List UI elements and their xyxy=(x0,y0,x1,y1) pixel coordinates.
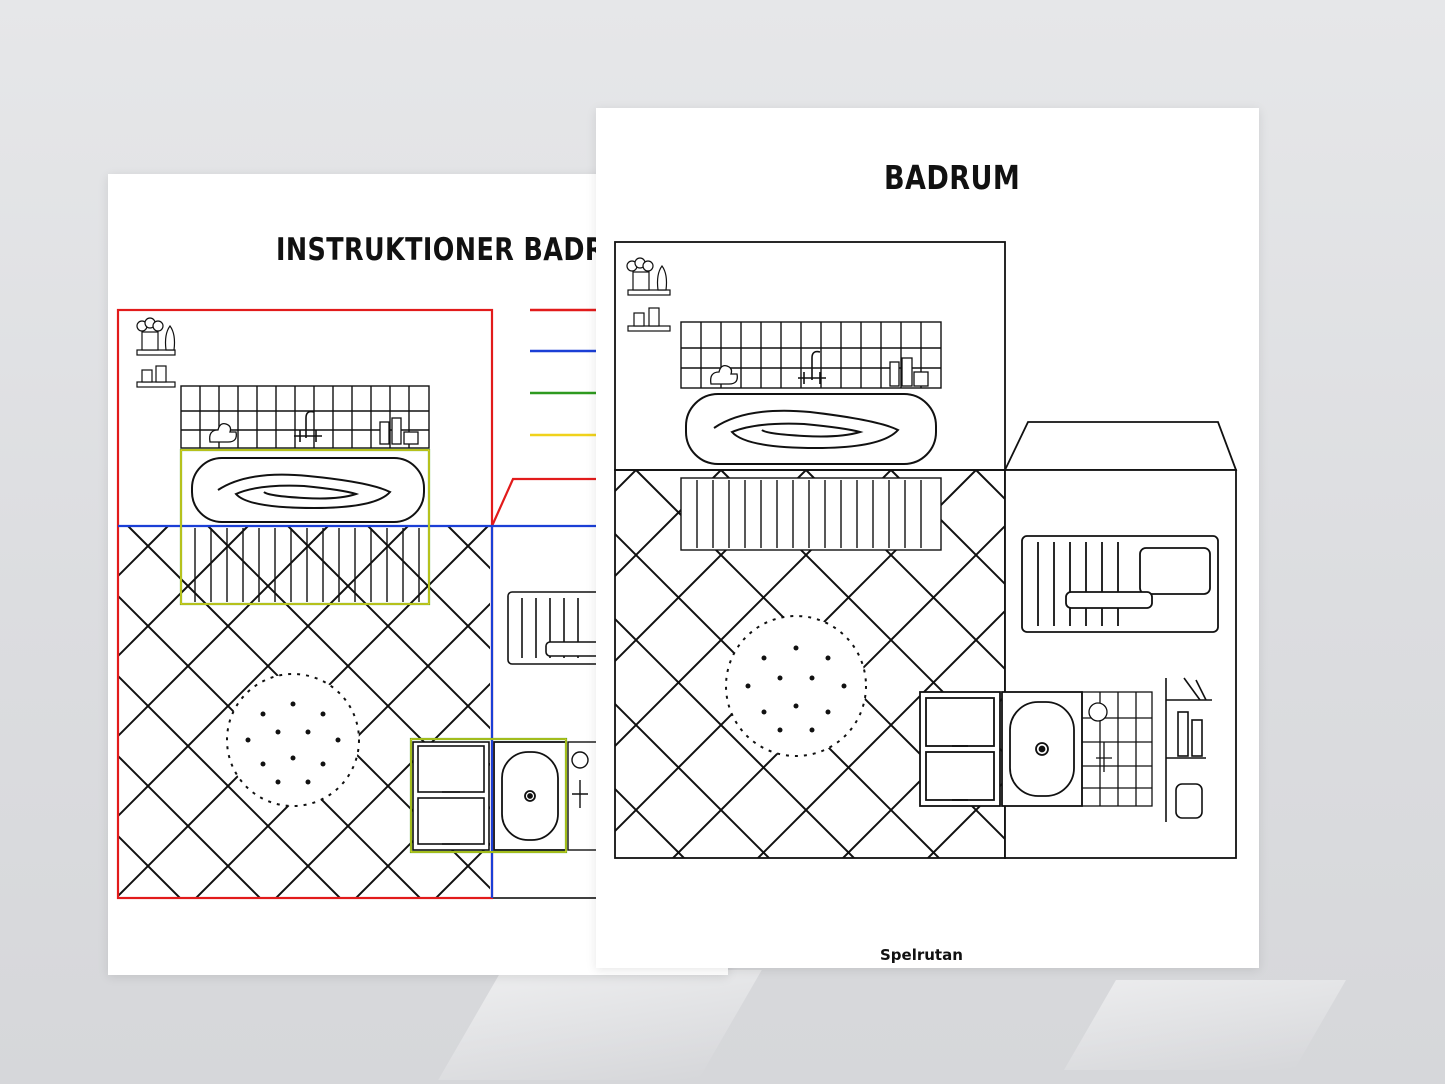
sink-icon xyxy=(1001,691,1083,807)
floor-light-patch-left xyxy=(438,970,762,1080)
shampoo-bottles-icon xyxy=(379,417,419,445)
soap-bottles-icon xyxy=(627,307,671,332)
bath-mat-icon xyxy=(226,673,360,807)
bathroom-title: BADRUM xyxy=(884,158,1021,197)
bathroom-sheet: BADRUM xyxy=(596,108,1259,968)
yellow-outline-vanity xyxy=(410,738,567,853)
flower-vase-icon xyxy=(136,317,176,356)
bath-mat-icon xyxy=(725,615,867,757)
shampoo-bottles-icon xyxy=(889,357,929,387)
sink-icon xyxy=(493,741,567,851)
rubber-duck-icon xyxy=(710,364,738,385)
faucet-icon xyxy=(798,350,826,384)
bathroom-diagram xyxy=(614,241,1238,859)
color-legend xyxy=(530,308,598,437)
yellow-outline-tub xyxy=(180,449,430,605)
red-outline-side xyxy=(490,477,608,527)
bath-panel xyxy=(180,525,430,605)
brand-footer: Spelrutan xyxy=(880,946,963,964)
towel-icon xyxy=(1065,547,1211,609)
bath-panel xyxy=(680,477,942,551)
cabinet-icon xyxy=(919,691,1001,807)
flower-vase-icon xyxy=(626,257,671,296)
bathtub-icon xyxy=(685,393,937,465)
blue-outline xyxy=(118,524,608,898)
rubber-duck-icon xyxy=(209,422,237,443)
instructions-diagram xyxy=(116,308,613,900)
instructions-title: INSTRUKTIONER BADRUM xyxy=(276,232,652,268)
radiator-icon xyxy=(507,591,609,665)
wall-tiles-vanity xyxy=(1081,691,1153,807)
bathtub-icon xyxy=(191,457,425,523)
floor-light-patch-right xyxy=(1064,980,1346,1070)
soap-bottles-icon xyxy=(136,365,176,388)
cabinet-icon xyxy=(412,741,490,851)
toothbrush-shelf-icon xyxy=(1165,677,1212,822)
faucet-icon xyxy=(294,410,322,442)
instruction-outlines xyxy=(116,308,608,900)
